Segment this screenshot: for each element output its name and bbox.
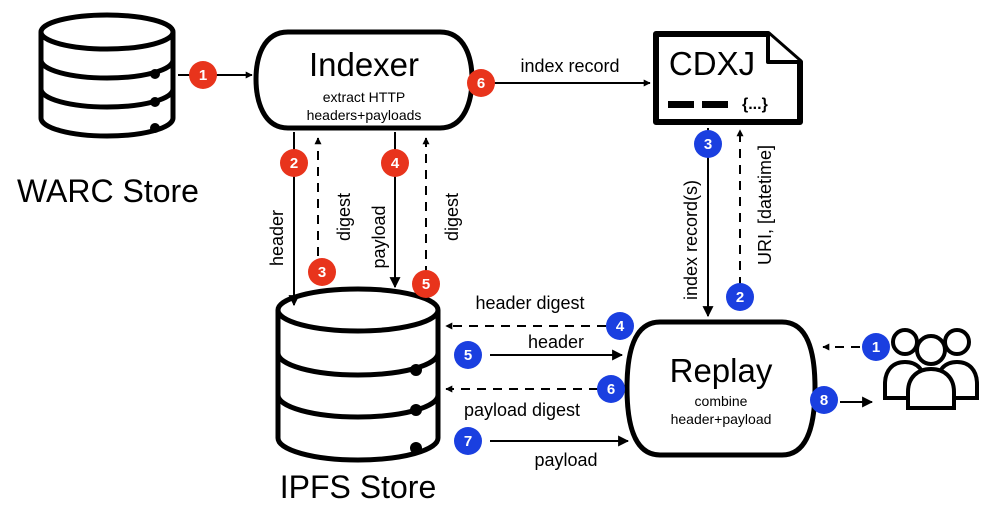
svg-text:3: 3 xyxy=(704,136,712,153)
users-icon xyxy=(883,328,979,410)
replay-step-badge: 7 xyxy=(454,427,482,455)
indexing-step-badge: 6 xyxy=(467,69,495,97)
indexing-step-badge: 2 xyxy=(280,149,308,177)
svg-text:2: 2 xyxy=(736,289,744,306)
replay-step-badge: 3 xyxy=(694,130,722,158)
edge-label-payload-replay: payload xyxy=(534,450,597,470)
edge-label-index-record: index record xyxy=(520,56,619,76)
edge-label-header-digest: header digest xyxy=(475,293,584,313)
edge-label-header: header xyxy=(267,210,287,266)
edge-label-payload-digest: payload digest xyxy=(464,400,580,420)
indexing-step-badge: 5 xyxy=(412,270,440,298)
replay-step-badge: 8 xyxy=(810,386,838,414)
svg-text:6: 6 xyxy=(607,381,615,398)
replay-subtitle-2: header+payload xyxy=(671,411,772,427)
indexer-subtitle-2: headers+payloads xyxy=(307,107,422,123)
replay-title: Replay xyxy=(670,352,773,389)
replay-node: Replay combine header+payload xyxy=(624,319,818,458)
svg-text:4: 4 xyxy=(391,155,400,172)
svg-text:1: 1 xyxy=(872,339,880,356)
warc-store-label: WARC Store xyxy=(17,173,199,209)
svg-text:8: 8 xyxy=(820,392,828,409)
edge-label-header-replay: header xyxy=(528,332,584,352)
replay-step-badge: 1 xyxy=(862,333,890,361)
svg-text:1: 1 xyxy=(199,67,207,84)
svg-text:4: 4 xyxy=(616,318,625,335)
ipfs-store-icon xyxy=(275,286,441,463)
replay-subtitle-1: combine xyxy=(695,393,748,409)
indexer-subtitle-1: extract HTTP xyxy=(323,89,405,105)
edge-label-digest-1: digest xyxy=(334,193,354,241)
cdxj-document: CDXJ {...} xyxy=(653,31,803,125)
svg-text:6: 6 xyxy=(477,75,485,92)
svg-text:2: 2 xyxy=(290,155,298,172)
warc-store-icon xyxy=(38,12,176,139)
cdxj-title: CDXJ xyxy=(669,45,755,82)
replay-step-badge: 4 xyxy=(606,312,634,340)
svg-text:5: 5 xyxy=(464,347,472,364)
indexing-step-badge: 4 xyxy=(381,149,409,177)
edge-label-digest-2: digest xyxy=(442,193,462,241)
svg-text:3: 3 xyxy=(318,264,326,281)
svg-text:5: 5 xyxy=(422,276,430,293)
cdxj-dash-1 xyxy=(668,101,694,108)
replay-step-badge: 5 xyxy=(454,341,482,369)
replay-step-badge: 6 xyxy=(597,375,625,403)
cdxj-dash-2 xyxy=(702,101,728,108)
indexer-title: Indexer xyxy=(309,46,419,83)
indexing-step-badge: 3 xyxy=(308,258,336,286)
cdxj-content: {...} xyxy=(742,96,768,113)
svg-text:7: 7 xyxy=(464,433,472,450)
indexing-step-badge: 1 xyxy=(189,61,217,89)
edge-label-index-records: index record(s) xyxy=(681,180,701,300)
replay-badges: 1 2 3 4 5 6 7 8 xyxy=(454,130,890,455)
indexer-node: Indexer extract HTTP headers+payloads xyxy=(253,29,475,131)
edge-label-payload: payload xyxy=(369,205,389,268)
edge-label-uri-datetime: URI, [datetime] xyxy=(755,145,775,265)
indexing-badges: 1 2 3 4 5 6 xyxy=(189,61,495,298)
ipfs-store-label: IPFS Store xyxy=(280,469,437,505)
replay-step-badge: 2 xyxy=(726,283,754,311)
